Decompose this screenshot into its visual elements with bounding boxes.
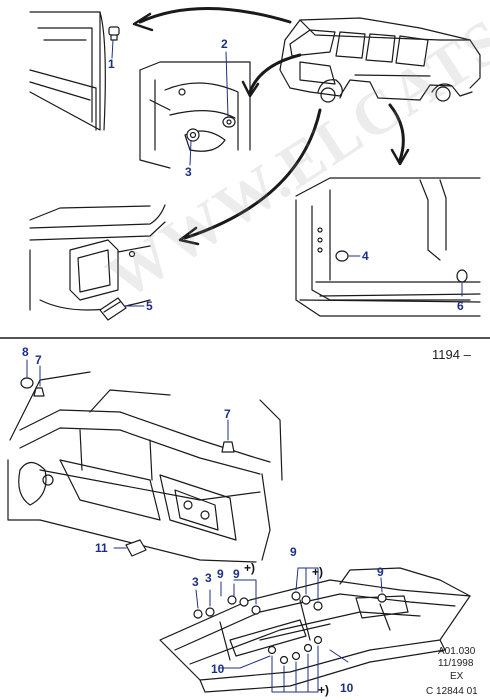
callout-7a: 7 [35, 353, 42, 367]
floor-leaders [195, 567, 383, 693]
footer-date: 11/1998 [438, 658, 474, 669]
callout-6: 6 [457, 299, 464, 313]
leader-2 [225, 51, 229, 117]
callout-8: 8 [22, 345, 29, 359]
callout-7b: 7 [224, 407, 231, 421]
callout-9d: 9 [377, 565, 384, 579]
plug-1 [108, 26, 120, 41]
clip-7b [221, 441, 235, 453]
callout-9b: 9 [233, 567, 240, 581]
detail-fender [29, 204, 166, 311]
plug-6 [456, 269, 468, 283]
vehicle-illustration [279, 17, 481, 103]
footer-market: EX [450, 671, 464, 682]
detail-pillar [139, 61, 251, 169]
page-reference: 1194 – [432, 347, 471, 362]
callout-1: 1 [108, 57, 115, 71]
floor-plugs [193, 591, 387, 665]
detail-door-edge [29, 11, 106, 131]
leader-1 [111, 39, 114, 59]
callout-9a: 9 [217, 567, 224, 581]
plug-11 [125, 539, 147, 557]
floor-pan [159, 567, 471, 693]
callout-plus-3: +) [318, 683, 330, 697]
callout-3: 3 [185, 165, 192, 179]
callout-plus-2: +) [312, 565, 324, 579]
footer-code: A01.030 [438, 646, 476, 657]
callout-3a: 3 [192, 575, 199, 589]
plug-8 [20, 377, 34, 389]
plug-2 [222, 116, 236, 128]
callout-3b: 3 [205, 571, 212, 585]
callout-10b: 10 [340, 681, 354, 695]
callout-5: 5 [146, 299, 153, 313]
callout-11: 11 [95, 541, 108, 555]
plug-4 [335, 250, 349, 262]
callout-2: 2 [221, 37, 228, 51]
cowl-structure [7, 371, 283, 563]
detail-rocker [295, 177, 481, 317]
arrows [132, 7, 410, 246]
plug-5 [99, 297, 127, 321]
leader-3 [189, 140, 192, 166]
callout-10a: 10 [211, 662, 225, 676]
footer-id: C 12844 01 [426, 686, 478, 697]
callout-4: 4 [362, 249, 369, 263]
clip-7a [33, 387, 45, 397]
plug-3 [186, 128, 200, 142]
callout-plus-1: +) [244, 561, 256, 575]
callout-9c: 9 [290, 545, 297, 559]
